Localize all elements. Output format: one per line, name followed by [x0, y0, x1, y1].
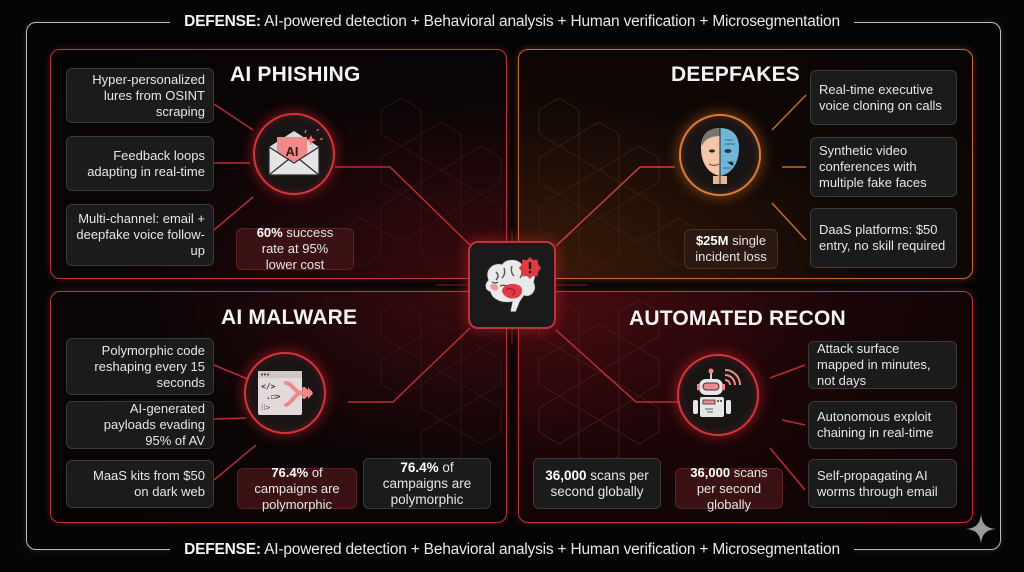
- stat-text: scans per second globally: [550, 467, 649, 499]
- defense-label: DEFENSE:: [184, 13, 261, 30]
- defense-text: AI-powered detection + Behavioral analys…: [260, 541, 840, 558]
- tactic-card: MaaS kits from $50 on dark web: [66, 460, 214, 508]
- quadrant-title-ai-phishing: AI PHISHING: [230, 63, 361, 86]
- stat-badge: 76.4% of campaigns are polymorphic: [237, 464, 357, 512]
- defense-banner-bottom: DEFENSE: AI-powered detection + Behavior…: [0, 540, 1024, 560]
- robot-icon-badge: [677, 354, 759, 436]
- center-brain-hub: [468, 241, 556, 329]
- defense-text: AI-powered detection + Behavioral analys…: [260, 13, 840, 30]
- defense-label: DEFENSE:: [184, 541, 261, 558]
- stat-value: 60%: [256, 225, 283, 240]
- svg-text:⁞⁞>: ⁞⁞>: [261, 403, 270, 412]
- malware-code-icon-badge: </> .◻> ⁞⁞>: [244, 352, 326, 434]
- stat-value: $25M: [695, 233, 729, 248]
- deepfake-face-icon-badge: [679, 114, 761, 196]
- stat-badge: $25M single incident loss: [684, 229, 778, 269]
- tactic-card: Attack surface mapped in minutes, not da…: [808, 341, 957, 389]
- stat-badge: 36,000 scans per second globally: [675, 464, 783, 512]
- quadrant-title-deepfakes: DEEPFAKES: [671, 63, 800, 86]
- tactic-card: Real-time executive voice cloning on cal…: [810, 70, 957, 125]
- tactic-card: Polymorphic code reshaping every 15 seco…: [66, 338, 214, 395]
- brain-alert-icon: [484, 257, 541, 313]
- tactic-card: Autonomous exploit chaining in real-time: [808, 401, 957, 449]
- stat-badge-duplicate: 76.4% of campaigns are polymorphic: [363, 458, 491, 509]
- sparkle-icon: [966, 514, 996, 544]
- stat-text: single incident loss: [695, 233, 767, 264]
- tactic-card: Synthetic video conferences with multipl…: [810, 137, 957, 197]
- ai-envelope-icon: AI: [268, 129, 323, 176]
- stat-value: 36,000: [690, 464, 731, 480]
- stat-text: scans per second globally: [696, 464, 768, 512]
- stat-badge: 60% success rate at 95% lower cost: [236, 225, 354, 272]
- stat-text: of campaigns are polymorphic: [254, 464, 340, 512]
- stat-text: success rate at 95% lower cost: [261, 225, 334, 272]
- svg-text:.◻>: .◻>: [266, 392, 281, 401]
- tactic-card: Hyper-personalized lures from OSINT scra…: [66, 68, 214, 123]
- stat-value: 36,000: [545, 467, 587, 483]
- quadrant-title-ai-malware: AI MALWARE: [221, 306, 358, 329]
- stat-text: of campaigns are polymorphic: [382, 459, 472, 507]
- half-human-half-ai-face-icon: [701, 128, 739, 184]
- stat-value: 76.4%: [400, 459, 439, 475]
- robot-signal-icon: [693, 368, 741, 417]
- tactic-card: AI-generated payloads evading 95% of AV: [66, 401, 214, 449]
- defense-banner-top: DEFENSE: AI-powered detection + Behavior…: [0, 12, 1024, 32]
- stat-badge-duplicate: 36,000 scans per second globally: [533, 458, 661, 509]
- quadrant-title-automated-recon: AUTOMATED RECON: [629, 307, 846, 330]
- tactic-card: Self-propagating AI worms through email: [808, 459, 957, 508]
- ai-envelope-icon-badge: AI: [253, 113, 335, 195]
- tactic-card: DaaS platforms: $50 entry, no skill requ…: [810, 208, 957, 268]
- code-window-branch-icon: </> .◻> ⁞⁞>: [258, 371, 313, 415]
- tactic-card: Multi-channel: email + deepfake voice fo…: [66, 204, 214, 266]
- svg-text:</>: </>: [261, 382, 276, 391]
- svg-text:AI: AI: [286, 144, 299, 159]
- tactic-card: Feedback loops adapting in real-time: [66, 136, 214, 191]
- stat-value: 76.4%: [271, 464, 309, 480]
